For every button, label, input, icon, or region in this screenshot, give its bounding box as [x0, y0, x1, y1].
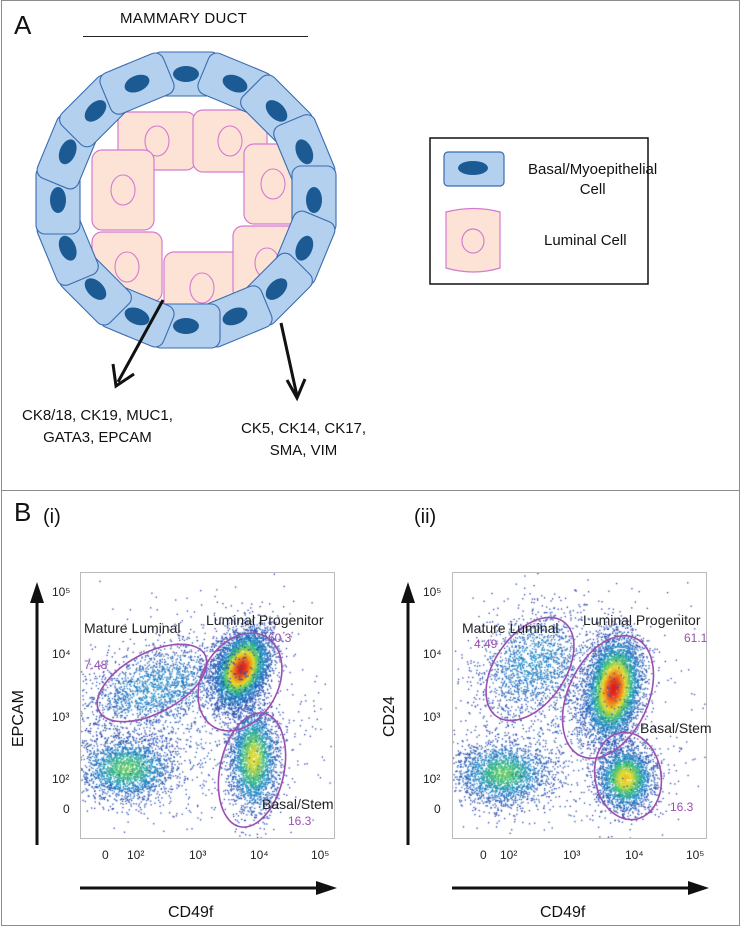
plot-1-ytick: 10⁴ [52, 647, 71, 661]
plot-1-density [81, 573, 334, 838]
basal-markers: CK5, CK14, CK17, SMA, VIM [241, 420, 367, 459]
plot-1-gate-value-progenitor: 60.3 [268, 631, 292, 645]
plot-1-ytick: 10² [52, 772, 70, 786]
plot-2-ytick: 0 [434, 802, 441, 816]
plot-1-gate-label-progenitor: Luminal Progenitor [206, 612, 324, 628]
plot-2-xtick: 0 [480, 848, 487, 862]
plot-2-gate-progenitor [561, 634, 655, 760]
legend-luminal-icon [445, 207, 501, 273]
plot-1-frame [80, 572, 335, 839]
plot-1-ytick: 10⁵ [52, 585, 71, 599]
duct-title-underline [83, 36, 308, 37]
plot-2-xtick: 10⁵ [686, 848, 705, 862]
plot-2-ytick: 10⁴ [423, 647, 442, 661]
legend-luminal-label: Luminal Cell [544, 232, 627, 249]
plot-1-xtick: 10³ [189, 848, 207, 862]
luminal-nucleus [144, 125, 170, 157]
plot-1-ytick: 10³ [52, 710, 70, 724]
plot-1-gate-progenitor [197, 632, 283, 732]
legend-basal-label: Basal/Myoepithelial Cell [528, 161, 658, 198]
plot-2-gate-label-mature: Mature Luminal [462, 620, 559, 636]
basal-nucleus [222, 74, 248, 93]
plot-2-xtick: 10³ [563, 848, 581, 862]
panel-b-label: B [14, 497, 32, 527]
basal-nucleus [124, 74, 150, 93]
basal-nucleus [306, 187, 322, 213]
luminal-nucleus [189, 272, 215, 304]
marker-arrows [111, 299, 307, 402]
plot-1-axes [30, 582, 337, 895]
plot-1-gates [96, 632, 287, 828]
plot-1-ylabel: EPCAM [10, 690, 27, 747]
basal-nucleus [58, 139, 77, 165]
luminal-nucleus [110, 174, 136, 206]
plot-2-ytick: 10³ [423, 710, 441, 724]
plot-1-gate-value-basal: 16.3 [288, 814, 312, 828]
duct-title: MAMMARY DUCT [120, 10, 248, 27]
plot-1-gate-value-mature: 7.48 [84, 658, 108, 672]
basal-nucleus [265, 100, 288, 122]
plot-1-ytick: 0 [63, 802, 70, 816]
plot-2-gate-value-basal: 16.3 [670, 800, 694, 814]
luminal-arrow-line [116, 299, 165, 383]
basal-nucleus [124, 307, 150, 326]
plot-2-gate-value-progenitor: 61.1 [684, 631, 708, 645]
plot-2-gate-basal [593, 731, 663, 821]
luminal-arrow-head [111, 363, 135, 389]
luminal-nucleus [260, 168, 286, 200]
basal-nucleus [84, 278, 107, 300]
plot-2-tag: (ii) [414, 506, 437, 528]
duct-diagram [35, 51, 649, 402]
panel-b [1, 490, 740, 926]
plot-2-axes [401, 582, 709, 895]
plot-2-xlabel: CD49f [540, 904, 586, 921]
basal-arrow-line [279, 322, 299, 397]
legend-luminal-nucleus [461, 228, 485, 254]
plot-2-xtick: 10⁴ [625, 848, 644, 862]
plot-1-gate-basal [217, 712, 287, 828]
plot-2-frame [452, 572, 707, 839]
plot-2-gate-value-mature: 4.49 [474, 637, 498, 651]
plot-2-xtick: 10² [500, 848, 518, 862]
plot-2-ytick: 10⁵ [423, 585, 442, 599]
luminal-markers: CK8/18, CK19, MUC1, GATA3, EPCAM [22, 407, 173, 446]
plot-1-gate-label-mature: Mature Luminal [84, 620, 181, 636]
luminal-nucleus [114, 251, 140, 283]
plot-1-tag: (i) [43, 506, 61, 528]
basal-cell [99, 52, 175, 115]
basal-nucleus [173, 66, 199, 82]
basal-nucleus [295, 139, 314, 165]
plot-2-gate-mature [485, 616, 575, 722]
basal-nucleus [50, 187, 66, 213]
basal-nucleus [58, 235, 77, 261]
plot-1-xtick: 10⁴ [250, 848, 269, 862]
plot-2-density [453, 573, 706, 838]
plot-1-xtick: 0 [102, 848, 109, 862]
basal-nucleus [84, 100, 107, 122]
legend [429, 137, 649, 285]
legend-nucleus-icon [458, 161, 488, 175]
plot-2-gate-label-progenitor: Luminal Progenitor [583, 612, 701, 628]
plot-2-ytick: 10² [423, 772, 441, 786]
basal-cells [35, 51, 337, 349]
plot-1-xtick: 10² [127, 848, 145, 862]
basal-nucleus [222, 307, 248, 326]
plot-1-xlabel: CD49f [168, 904, 214, 921]
plot-1-gate-label-basal: Basal/Stem [262, 796, 334, 812]
plot-2-gate-label-basal: Basal/Stem [640, 720, 712, 736]
plot-1-xtick: 10⁵ [311, 848, 330, 862]
plot-2-ylabel: CD24 [381, 696, 398, 737]
basal-nucleus [295, 235, 314, 261]
luminal-cell [91, 149, 155, 231]
plot-2-gates [485, 616, 663, 821]
plot-1-gate-mature [96, 643, 208, 723]
panel-a-label: A [14, 10, 32, 40]
basal-arrow-head [285, 378, 307, 402]
basal-nucleus [173, 318, 199, 334]
basal-nucleus [265, 278, 288, 300]
luminal-nucleus [217, 125, 243, 157]
